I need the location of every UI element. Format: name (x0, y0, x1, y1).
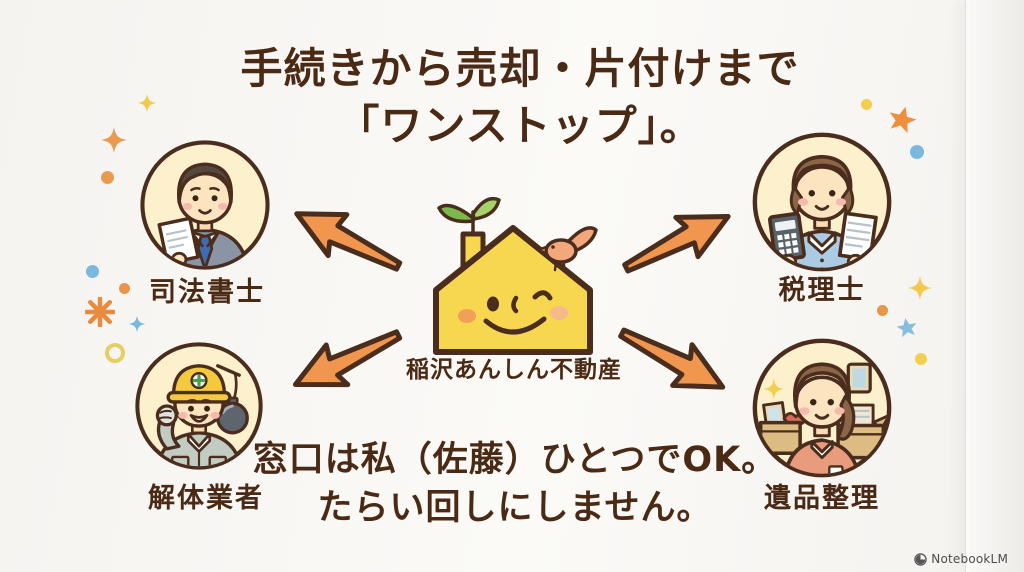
watermark: NotebookLM (914, 552, 1008, 566)
watermark-label: NotebookLM (931, 552, 1008, 566)
dot-icon (861, 99, 872, 110)
box-icon (758, 401, 808, 456)
ring-icon (105, 343, 125, 363)
footer-line-2: たらい回しにしません。 (317, 488, 713, 529)
sparkle-icon (908, 276, 932, 300)
sprout-icon (437, 196, 501, 238)
arrow-icon-top-left (294, 211, 403, 272)
arrow-icon-bottom-left (292, 329, 403, 388)
dot-icon (877, 305, 888, 316)
sparkle-icon (137, 93, 157, 113)
footer-message: 窓口は私（佐藤）ひとつでOK。 たらい回しにしません。 (18, 436, 1012, 533)
judicial-scrivener-avatar (140, 140, 270, 270)
document-icon (837, 211, 878, 262)
dot-icon (119, 283, 130, 294)
tax-accountant-avatar (752, 132, 892, 272)
node-label-demolition-contractor: 解体業者 (148, 483, 264, 514)
sparkle-icon (128, 315, 146, 333)
burst-icon (85, 297, 115, 327)
demolition-worker-avatar (135, 342, 263, 470)
footer-line-1: 窓口は私（佐藤）ひとつでOK。 (252, 440, 778, 480)
sparkle-icon (101, 127, 127, 153)
star-icon (889, 106, 917, 134)
wrecking-ball-icon (216, 364, 249, 435)
card-right-edge (965, 0, 1024, 572)
calculator-icon (768, 211, 806, 263)
dot-icon (915, 353, 927, 365)
title-line-2: 「ワンストップ」。 (337, 101, 703, 151)
arrow-icon-bottom-right (618, 327, 726, 390)
title-line-1: 手続きから売却・片付けまで (240, 44, 800, 93)
dot-icon (86, 265, 99, 278)
arrow-icon-top-right (622, 214, 731, 274)
dot-icon (910, 145, 924, 159)
bird-icon (536, 226, 598, 272)
dot-icon (101, 171, 114, 184)
center-mascot-label: 稲沢あんしん不動産 (406, 357, 622, 383)
star-icon (896, 318, 917, 338)
house-mascot-icon (433, 196, 598, 355)
page-title: 手続きから売却・片付けまで 「ワンストップ」。 (18, 40, 1022, 154)
node-label-tax-accountant: 税理士 (778, 275, 866, 306)
node-label-judicial-scrivener: 司法書士 (149, 277, 265, 308)
sparkle-icon (763, 378, 785, 400)
notebooklm-logo-icon (914, 552, 928, 566)
node-label-estate-cleanup: 遺品整理 (764, 483, 880, 514)
estate-organizer-avatar (752, 338, 892, 478)
